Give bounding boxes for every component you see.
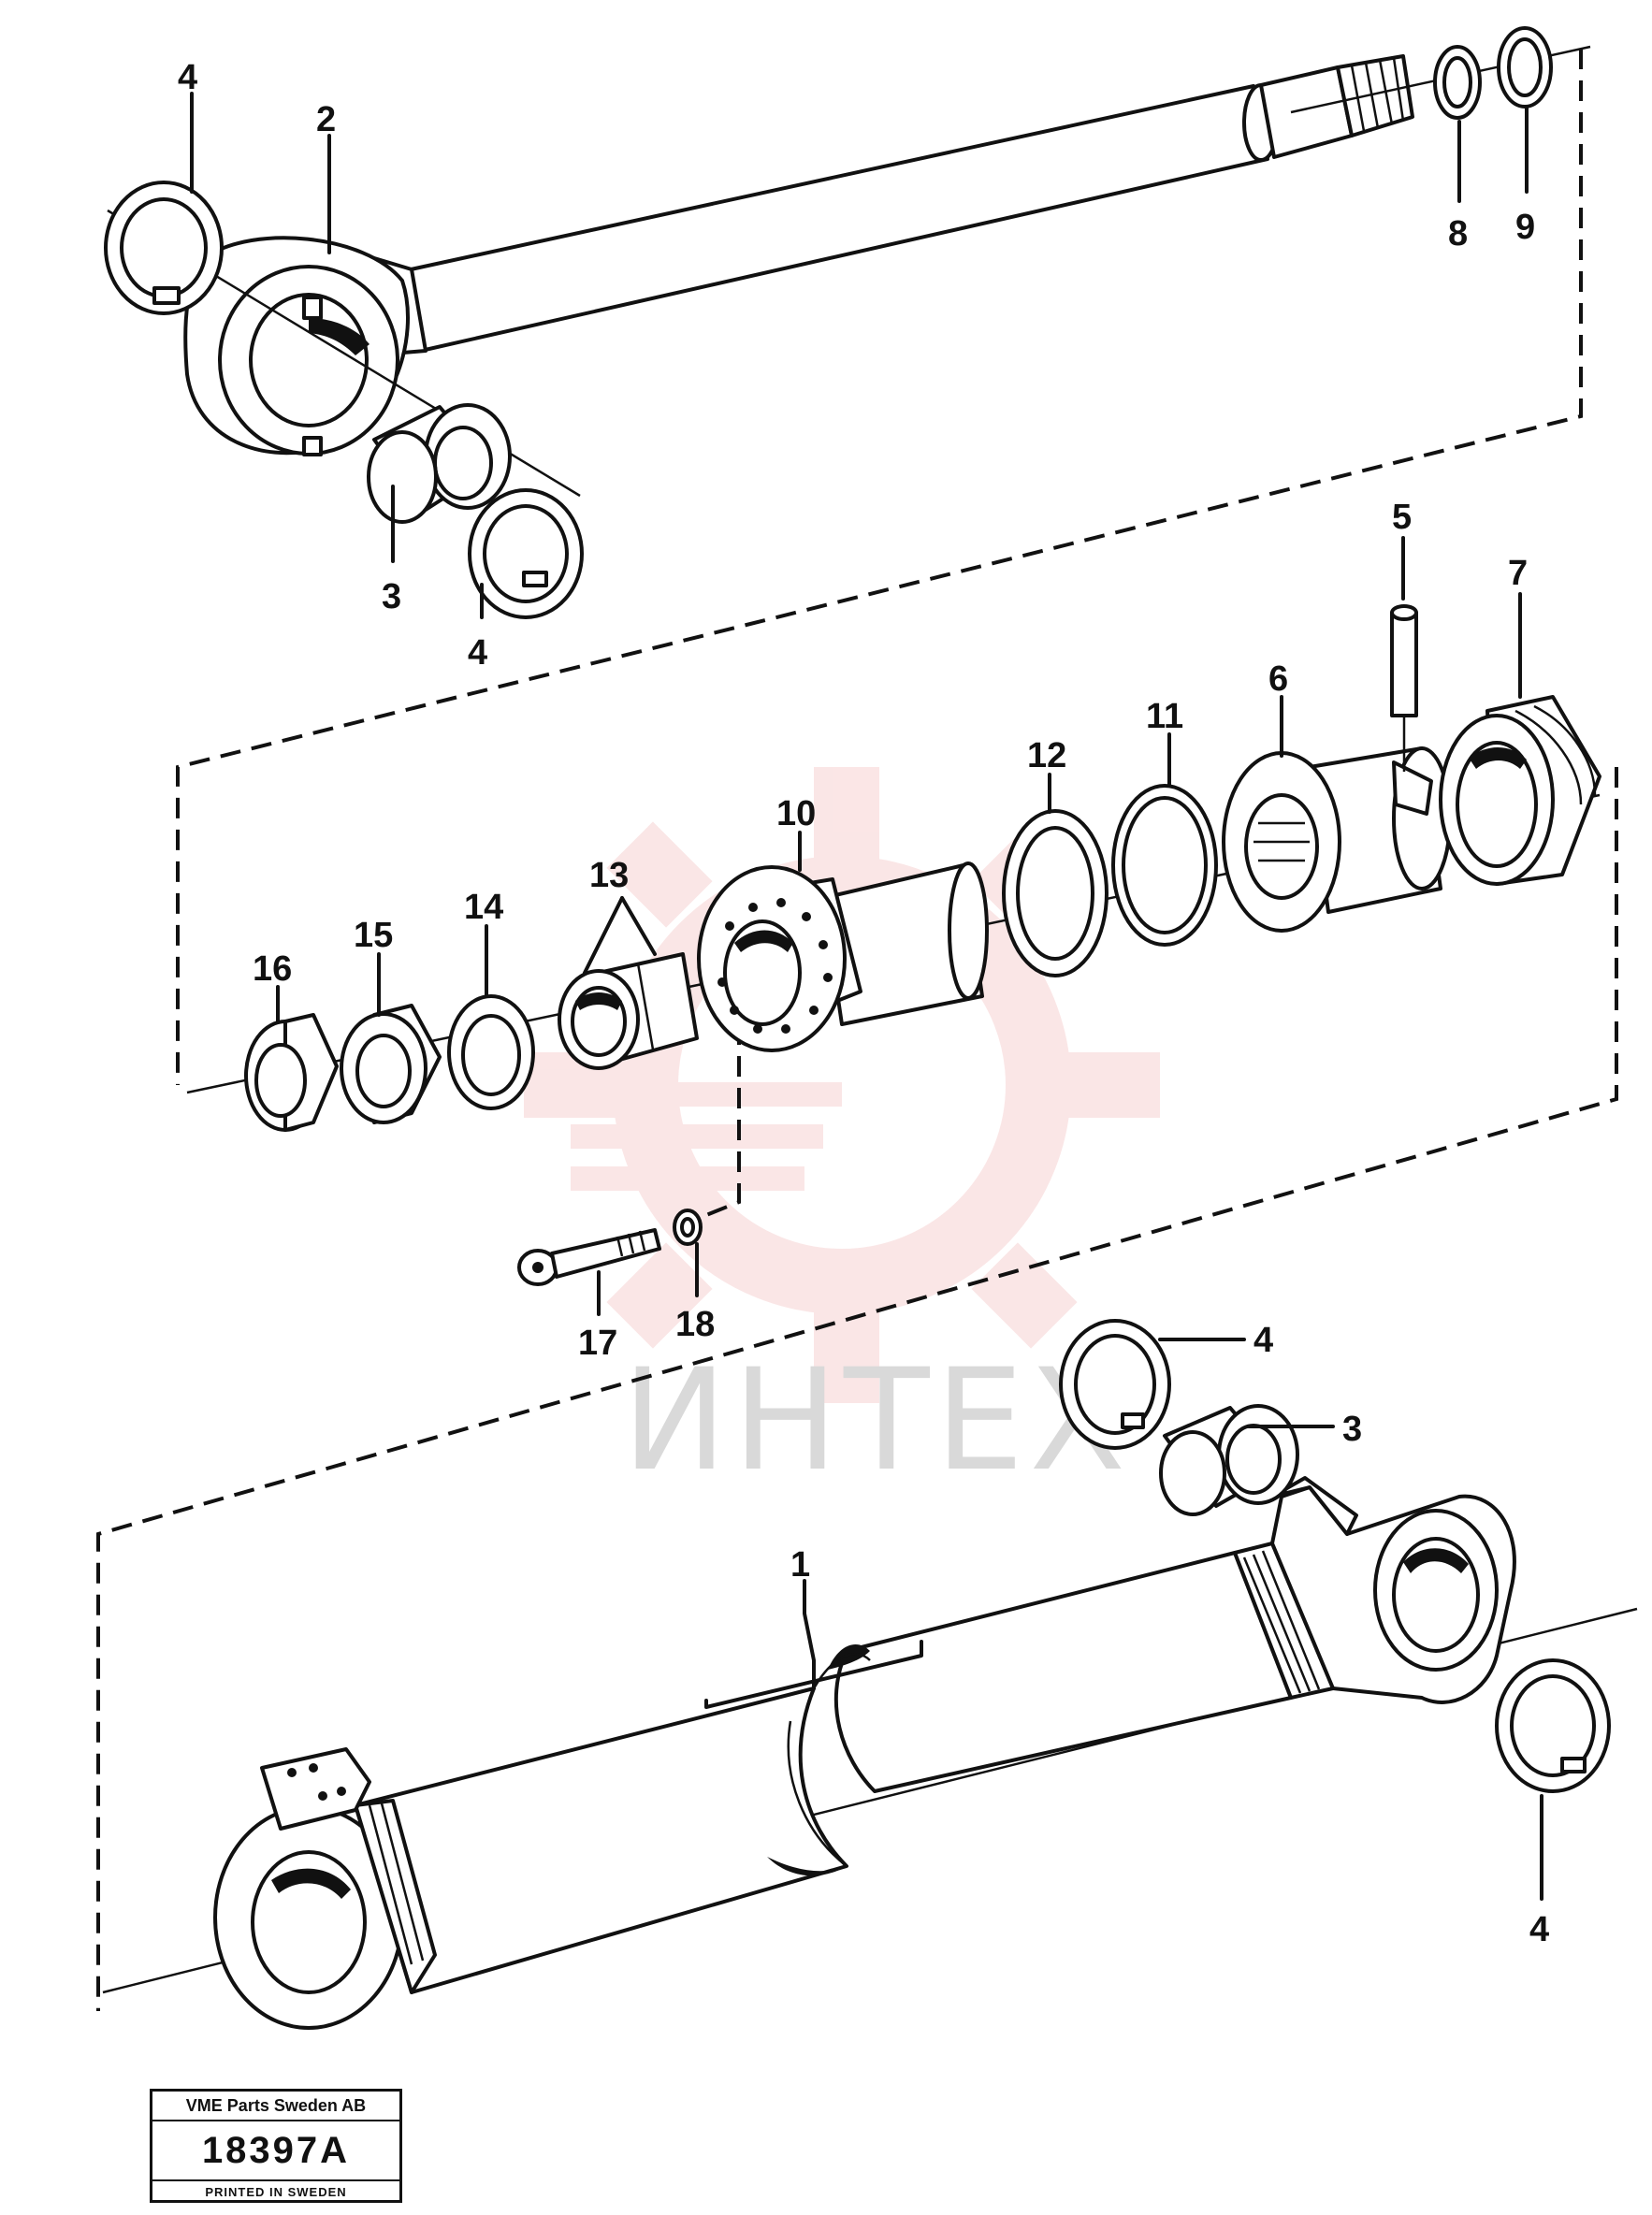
callout-5: 5 [1392,498,1412,537]
part-18-washer [673,1209,703,1246]
part-6-piston [1222,746,1452,933]
watermark-gear-icon [524,767,1160,1403]
callout-15: 15 [354,916,393,955]
callout-14: 14 [464,888,503,927]
plate-printed: PRINTED IN SWEDEN [205,2185,347,2199]
callout-4: 4 [178,58,197,97]
part-7-piston-seal [1439,695,1601,886]
assembly-guide-bolt [691,1024,741,1223]
callout-16: 16 [253,949,292,989]
part-5-pin [1390,604,1418,772]
plate-number: 18397A [152,2121,399,2181]
circlip-rod-eye [468,488,584,619]
parts-plate: VME Parts Sweden AB 18397A PRINTED IN SW… [150,2089,402,2203]
callout-13: 13 [589,856,629,895]
callout-17: 17 [578,1324,617,1363]
callout-18: 18 [675,1305,715,1344]
callout-labels: 4 2 8 9 3 4 5 7 6 11 12 10 13 14 15 16 1… [178,58,1549,1949]
plate-company: VME Parts Sweden AB [152,2092,399,2121]
ring-8 [1433,45,1482,120]
callout-2: 2 [316,100,336,139]
part-15-wiper [340,1004,442,1124]
bushing-lower [1159,1404,1299,1516]
assembly-guide-upper [176,49,1583,1085]
assembly-guide-middle [96,767,1618,2011]
callout-3: 3 [382,577,401,616]
callout-12: 12 [1027,736,1066,775]
piston-rod [183,54,1414,456]
cylinder-tube [213,1476,1516,2030]
callout-10: 10 [776,794,816,833]
callout-8: 8 [1448,214,1468,253]
circlip-lower-right [1495,1658,1611,1793]
callout-1: 1 [790,1545,810,1585]
callout-6: 6 [1268,659,1288,699]
watermark-text: ИНТЕХ [622,1339,1131,1502]
callout-3: 3 [1342,1410,1362,1449]
leader-lines [190,92,1543,1901]
callout-11: 11 [1146,697,1183,736]
bushing-upper [367,403,512,524]
callout-4: 4 [1529,1910,1549,1949]
circlip-lower-upper [1059,1319,1171,1450]
part-11-ring [1111,784,1218,947]
part-14-ring [447,994,535,1110]
part-13-guide-rings [558,952,699,1070]
part-10-cylinder-head [697,861,989,1052]
callout-4: 4 [468,633,487,673]
part-16-seal [244,1013,339,1132]
callout-4: 4 [1253,1321,1273,1360]
ring-9 [1497,26,1553,109]
part-12-ring [1002,809,1109,977]
callout-7: 7 [1508,554,1528,593]
callout-9: 9 [1515,208,1535,247]
circlip-upper-left [104,181,224,315]
part-17-bolt [517,1228,661,1286]
